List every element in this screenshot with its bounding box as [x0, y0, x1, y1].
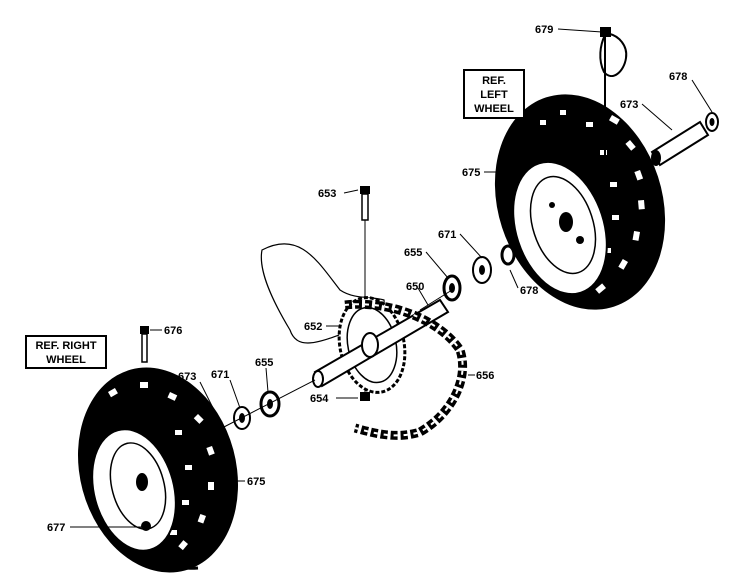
label-673-top: 673: [620, 99, 638, 111]
label-675-bottom: 675: [247, 476, 265, 488]
ref-left-wheel-box: REF. LEFT WHEEL: [463, 69, 525, 119]
ref-right-line-2: WHEEL: [46, 354, 86, 366]
label-678-top: 678: [669, 71, 687, 83]
ref-right-wheel-box: REF. RIGHT WHEEL: [25, 335, 107, 369]
label-652: 652: [304, 321, 322, 333]
label-679: 679: [535, 24, 553, 36]
label-677: 677: [47, 522, 65, 534]
label-654: 654: [310, 393, 329, 405]
label-676: 676: [164, 325, 182, 337]
part-labels: 679 678 673 675 653 671 655 678 650 652 …: [47, 24, 687, 534]
label-675-top: 675: [462, 167, 480, 179]
label-656: 656: [476, 370, 494, 382]
washer-stack-mid: [419, 244, 516, 311]
ref-left-line-3: WHEEL: [474, 103, 514, 115]
label-655-bottom: 655: [255, 357, 273, 369]
label-673-bottom: 673: [178, 371, 196, 383]
left-wheel: [494, 94, 666, 310]
label-650: 650: [406, 281, 424, 293]
ref-left-line-1: REF.: [482, 75, 506, 87]
label-653: 653: [318, 188, 336, 200]
ref-right-line-1: REF. RIGHT: [35, 340, 96, 352]
axle-end-673-top: [650, 112, 719, 167]
label-671-top: 671: [438, 229, 456, 241]
chain-656: [344, 299, 468, 440]
ref-left-line-2: LEFT: [480, 89, 508, 101]
bolt-676: [140, 326, 149, 363]
label-671-bottom: 671: [211, 369, 229, 381]
axle-shaft-650: [312, 298, 450, 388]
right-wheel: [77, 367, 239, 573]
label-678-mid: 678: [520, 285, 538, 297]
label-655-top: 655: [404, 247, 422, 259]
washer-stack-bottom: [221, 379, 316, 430]
nut-654: [360, 392, 370, 401]
leader-lines: [70, 28, 713, 528]
